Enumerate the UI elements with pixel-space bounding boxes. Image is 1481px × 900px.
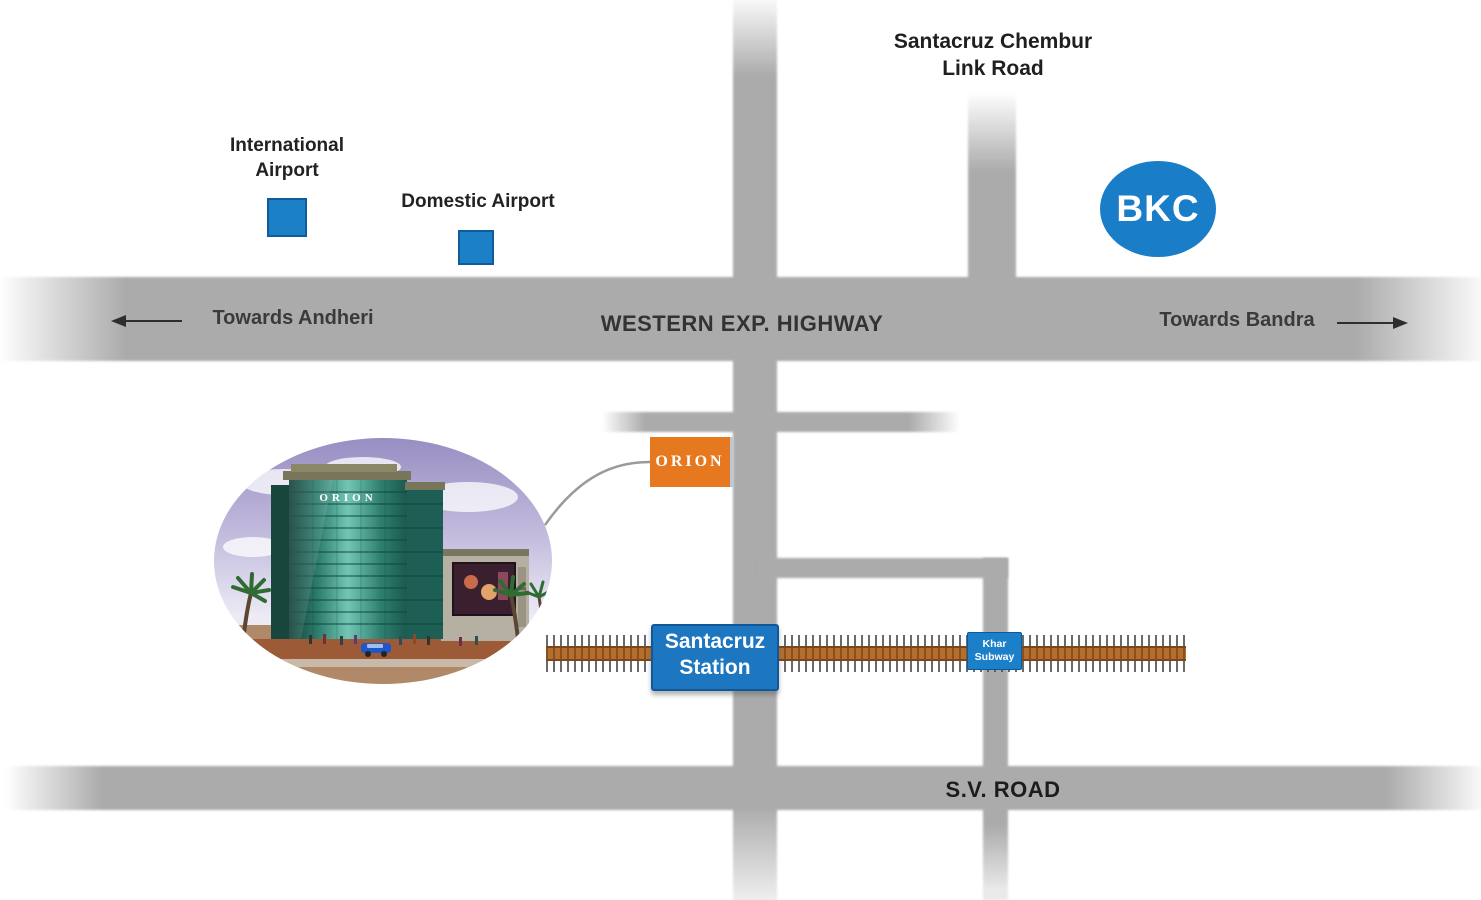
sign-line: Station <box>679 656 751 679</box>
road-connector-vertical <box>983 558 1008 900</box>
label-towards-andheri: Towards Andheri <box>212 307 374 329</box>
label-domestic-airport: Domestic Airport <box>401 191 555 212</box>
main-tower: ORION <box>271 464 411 639</box>
label-line: Santacruz Chembur <box>893 30 1093 53</box>
side-tower <box>405 482 445 639</box>
road-side-street <box>598 412 964 432</box>
road-vertical-main <box>733 0 777 900</box>
left-arrow-icon <box>126 320 182 322</box>
label-line: Airport <box>255 160 319 181</box>
palm-trees <box>231 572 552 645</box>
santacruz-station-sign: Santacruz Station <box>651 624 779 691</box>
label-international-airport: International Airport <box>230 133 344 183</box>
left-arrowhead-icon <box>111 315 126 327</box>
road-connector-horizontal <box>757 558 1008 578</box>
railway-line <box>546 635 1186 672</box>
label-line: Link Road <box>942 57 1044 80</box>
label-sv-road: S.V. ROAD <box>945 777 1061 802</box>
orion-building-rendering: ORION <box>214 438 552 684</box>
sign-line: Khar <box>982 638 1007 650</box>
bkc-marker: BKC <box>1100 161 1216 257</box>
sidewalk <box>214 659 552 667</box>
right-arrow-icon <box>1337 322 1393 324</box>
road-santacruz-chembur-link <box>968 92 1016 282</box>
road-western-express-highway <box>0 277 1481 361</box>
label-line: International <box>229 135 345 156</box>
international-airport-marker <box>267 198 307 237</box>
orion-callout: ORION <box>650 437 733 487</box>
label-towards-bandra: Towards Bandra <box>1159 309 1315 331</box>
sign-line: Subway <box>974 651 1015 663</box>
car <box>361 643 391 657</box>
road-sv-road <box>0 766 1481 810</box>
facade-text: ORION <box>319 492 376 504</box>
label-western-exp-highway: WESTERN EXP. HIGHWAY <box>600 311 884 336</box>
callout-leader-line <box>543 460 651 526</box>
sign-line: Santacruz <box>664 630 766 653</box>
khar-subway-sign: Khar Subway <box>967 632 1022 670</box>
label-santacruz-chembur-link-road: Santacruz Chembur Link Road <box>894 28 1092 82</box>
right-arrowhead-icon <box>1393 317 1408 329</box>
railway-track-band <box>546 646 1186 661</box>
street-crowd <box>309 634 478 657</box>
domestic-airport-marker <box>458 230 494 265</box>
